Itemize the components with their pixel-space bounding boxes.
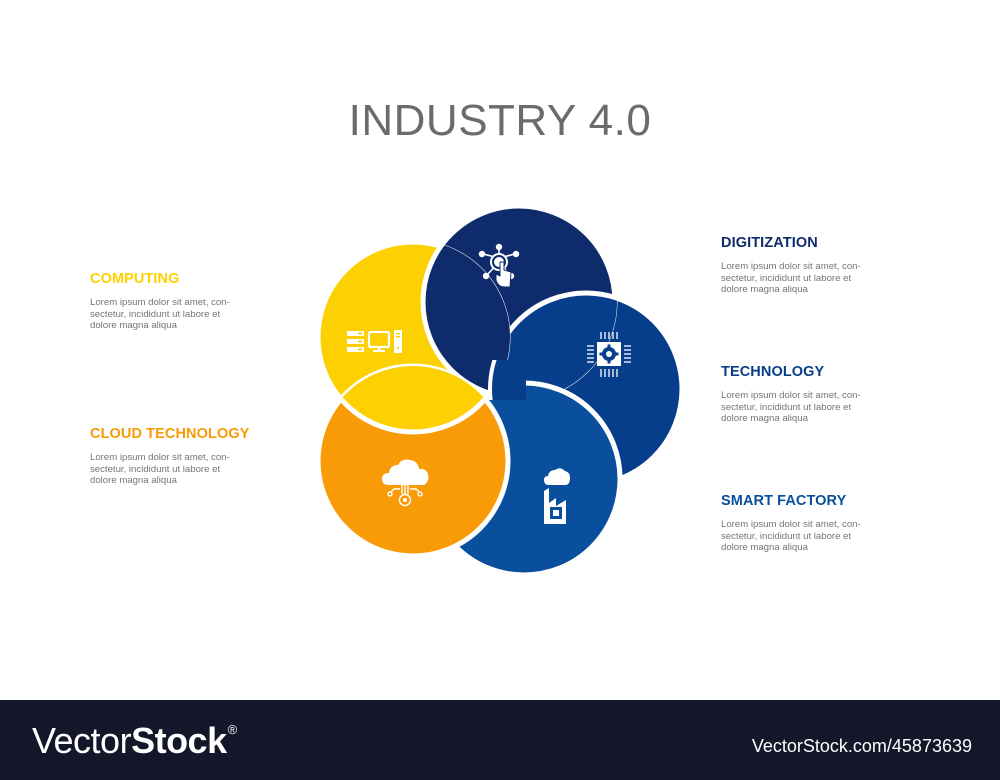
desc-line: Lorem ipsum dolor sit amet, con- [721,519,861,530]
watermark-footer: VectorStock® VectorStock.com/45873639 [0,700,1000,780]
digitization-block: DIGITIZATION Lorem ipsum dolor sit amet,… [721,235,921,296]
desc-line: Lorem ipsum dolor sit amet, con- [90,297,230,308]
desc-line: dolore magna aliqua [721,413,808,425]
desc-line: dolore magna aliqua [721,542,808,554]
image-url: VectorStock.com/45873639 [751,736,972,756]
network-touch-icon [478,243,520,288]
computing-description: Lorem ipsum dolor sit amet, con- sectetu… [90,297,250,332]
computer-server-icon [347,330,402,353]
smart-factory-block: SMART FACTORY Lorem ipsum dolor sit amet… [721,493,921,554]
cloud-gear-icon [382,459,429,507]
desc-line: sectetur, incididunt ut labore et [721,401,852,413]
chip-gear-icon [587,332,631,377]
smart-factory-description: Lorem ipsum dolor sit amet, con- sectetu… [721,519,881,554]
computing-heading: COMPUTING [90,271,180,287]
desc-line: sectetur, incididunt ut labore et [90,463,221,475]
logo-text-thin: Vector [32,720,132,761]
pinwheel-diagram [318,206,682,575]
technology-block: TECHNOLOGY Lorem ipsum dolor sit amet, c… [721,364,921,425]
cloud-technology-heading: CLOUD TECHNOLOGY [90,426,250,442]
logo-text-bold: Stock [131,720,227,761]
desc-line: sectetur, incididunt ut labore et [721,530,852,542]
page-title: INDUSTRY 4.0 [348,96,652,145]
technology-heading: TECHNOLOGY [721,364,825,380]
desc-line: sectetur, incididunt ut labore et [90,308,221,320]
vectorstock-logo: VectorStock® [32,720,237,762]
factory-chip-icon [544,468,570,524]
desc-line: Lorem ipsum dolor sit amet, con- [90,452,230,463]
desc-line: dolore magna aliqua [90,475,177,487]
technology-description: Lorem ipsum dolor sit amet, con- sectetu… [721,390,881,425]
desc-line: sectetur, incididunt ut labore et [721,272,852,284]
digitization-description: Lorem ipsum dolor sit amet, con- sectetu… [721,261,881,296]
cloud-technology-description: Lorem ipsum dolor sit amet, con- sectetu… [90,452,250,487]
digitization-heading: DIGITIZATION [721,235,818,251]
desc-line: Lorem ipsum dolor sit amet, con- [721,261,861,272]
desc-line: dolore magna aliqua [721,284,808,296]
smart-factory-heading: SMART FACTORY [721,493,847,509]
desc-line: dolore magna aliqua [90,320,177,332]
cloud-technology-block: CLOUD TECHNOLOGY Lorem ipsum dolor sit a… [90,426,290,487]
registered-mark: ® [227,722,238,737]
computing-block: COMPUTING Lorem ipsum dolor sit amet, co… [90,271,290,332]
desc-line: Lorem ipsum dolor sit amet, con- [721,390,861,401]
